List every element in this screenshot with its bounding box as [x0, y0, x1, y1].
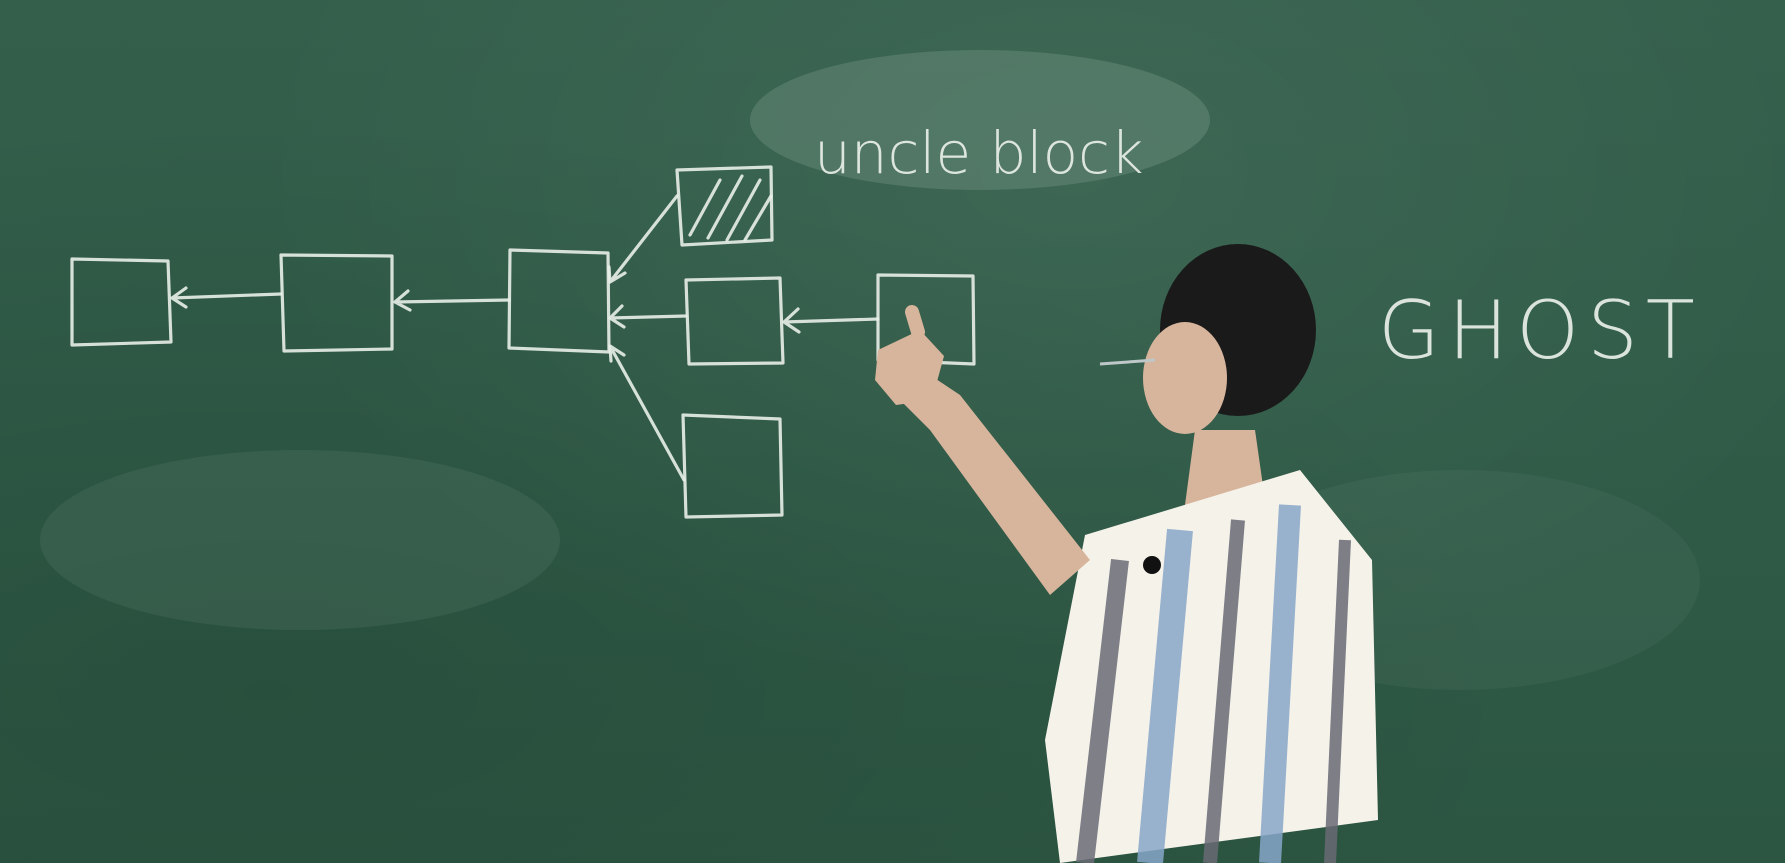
- arrow-2-to-1: [170, 286, 283, 309]
- arrow-uncle-to-3: [607, 194, 679, 284]
- uncle-block-label: uncle block: [814, 119, 1144, 187]
- hand: [875, 330, 944, 405]
- block-5-pointed: [876, 273, 976, 366]
- lecturer: [875, 244, 1378, 863]
- arrow-4-to-3: [608, 304, 688, 329]
- block-3: [507, 248, 611, 354]
- block-6-lower: [681, 413, 784, 519]
- shirt-stripes: [1076, 504, 1351, 863]
- block-4-main: [684, 276, 785, 366]
- arrow-6-to-3: [608, 344, 686, 482]
- arrow-5-to-4: [782, 307, 880, 334]
- blockchain-diagram: [70, 165, 976, 519]
- block-2: [279, 253, 394, 353]
- microphone: [1143, 556, 1161, 574]
- ghost-label: GHOST: [1378, 284, 1703, 377]
- uncle-block-hatched: [675, 165, 774, 247]
- block-1: [70, 257, 173, 347]
- hatch-lines: [688, 174, 773, 242]
- neck: [1185, 430, 1265, 505]
- glasses: [1099, 358, 1156, 366]
- pointing-finger: [905, 305, 925, 339]
- arrow-3-to-2: [393, 289, 511, 312]
- arm: [890, 355, 1090, 595]
- face: [1143, 322, 1227, 434]
